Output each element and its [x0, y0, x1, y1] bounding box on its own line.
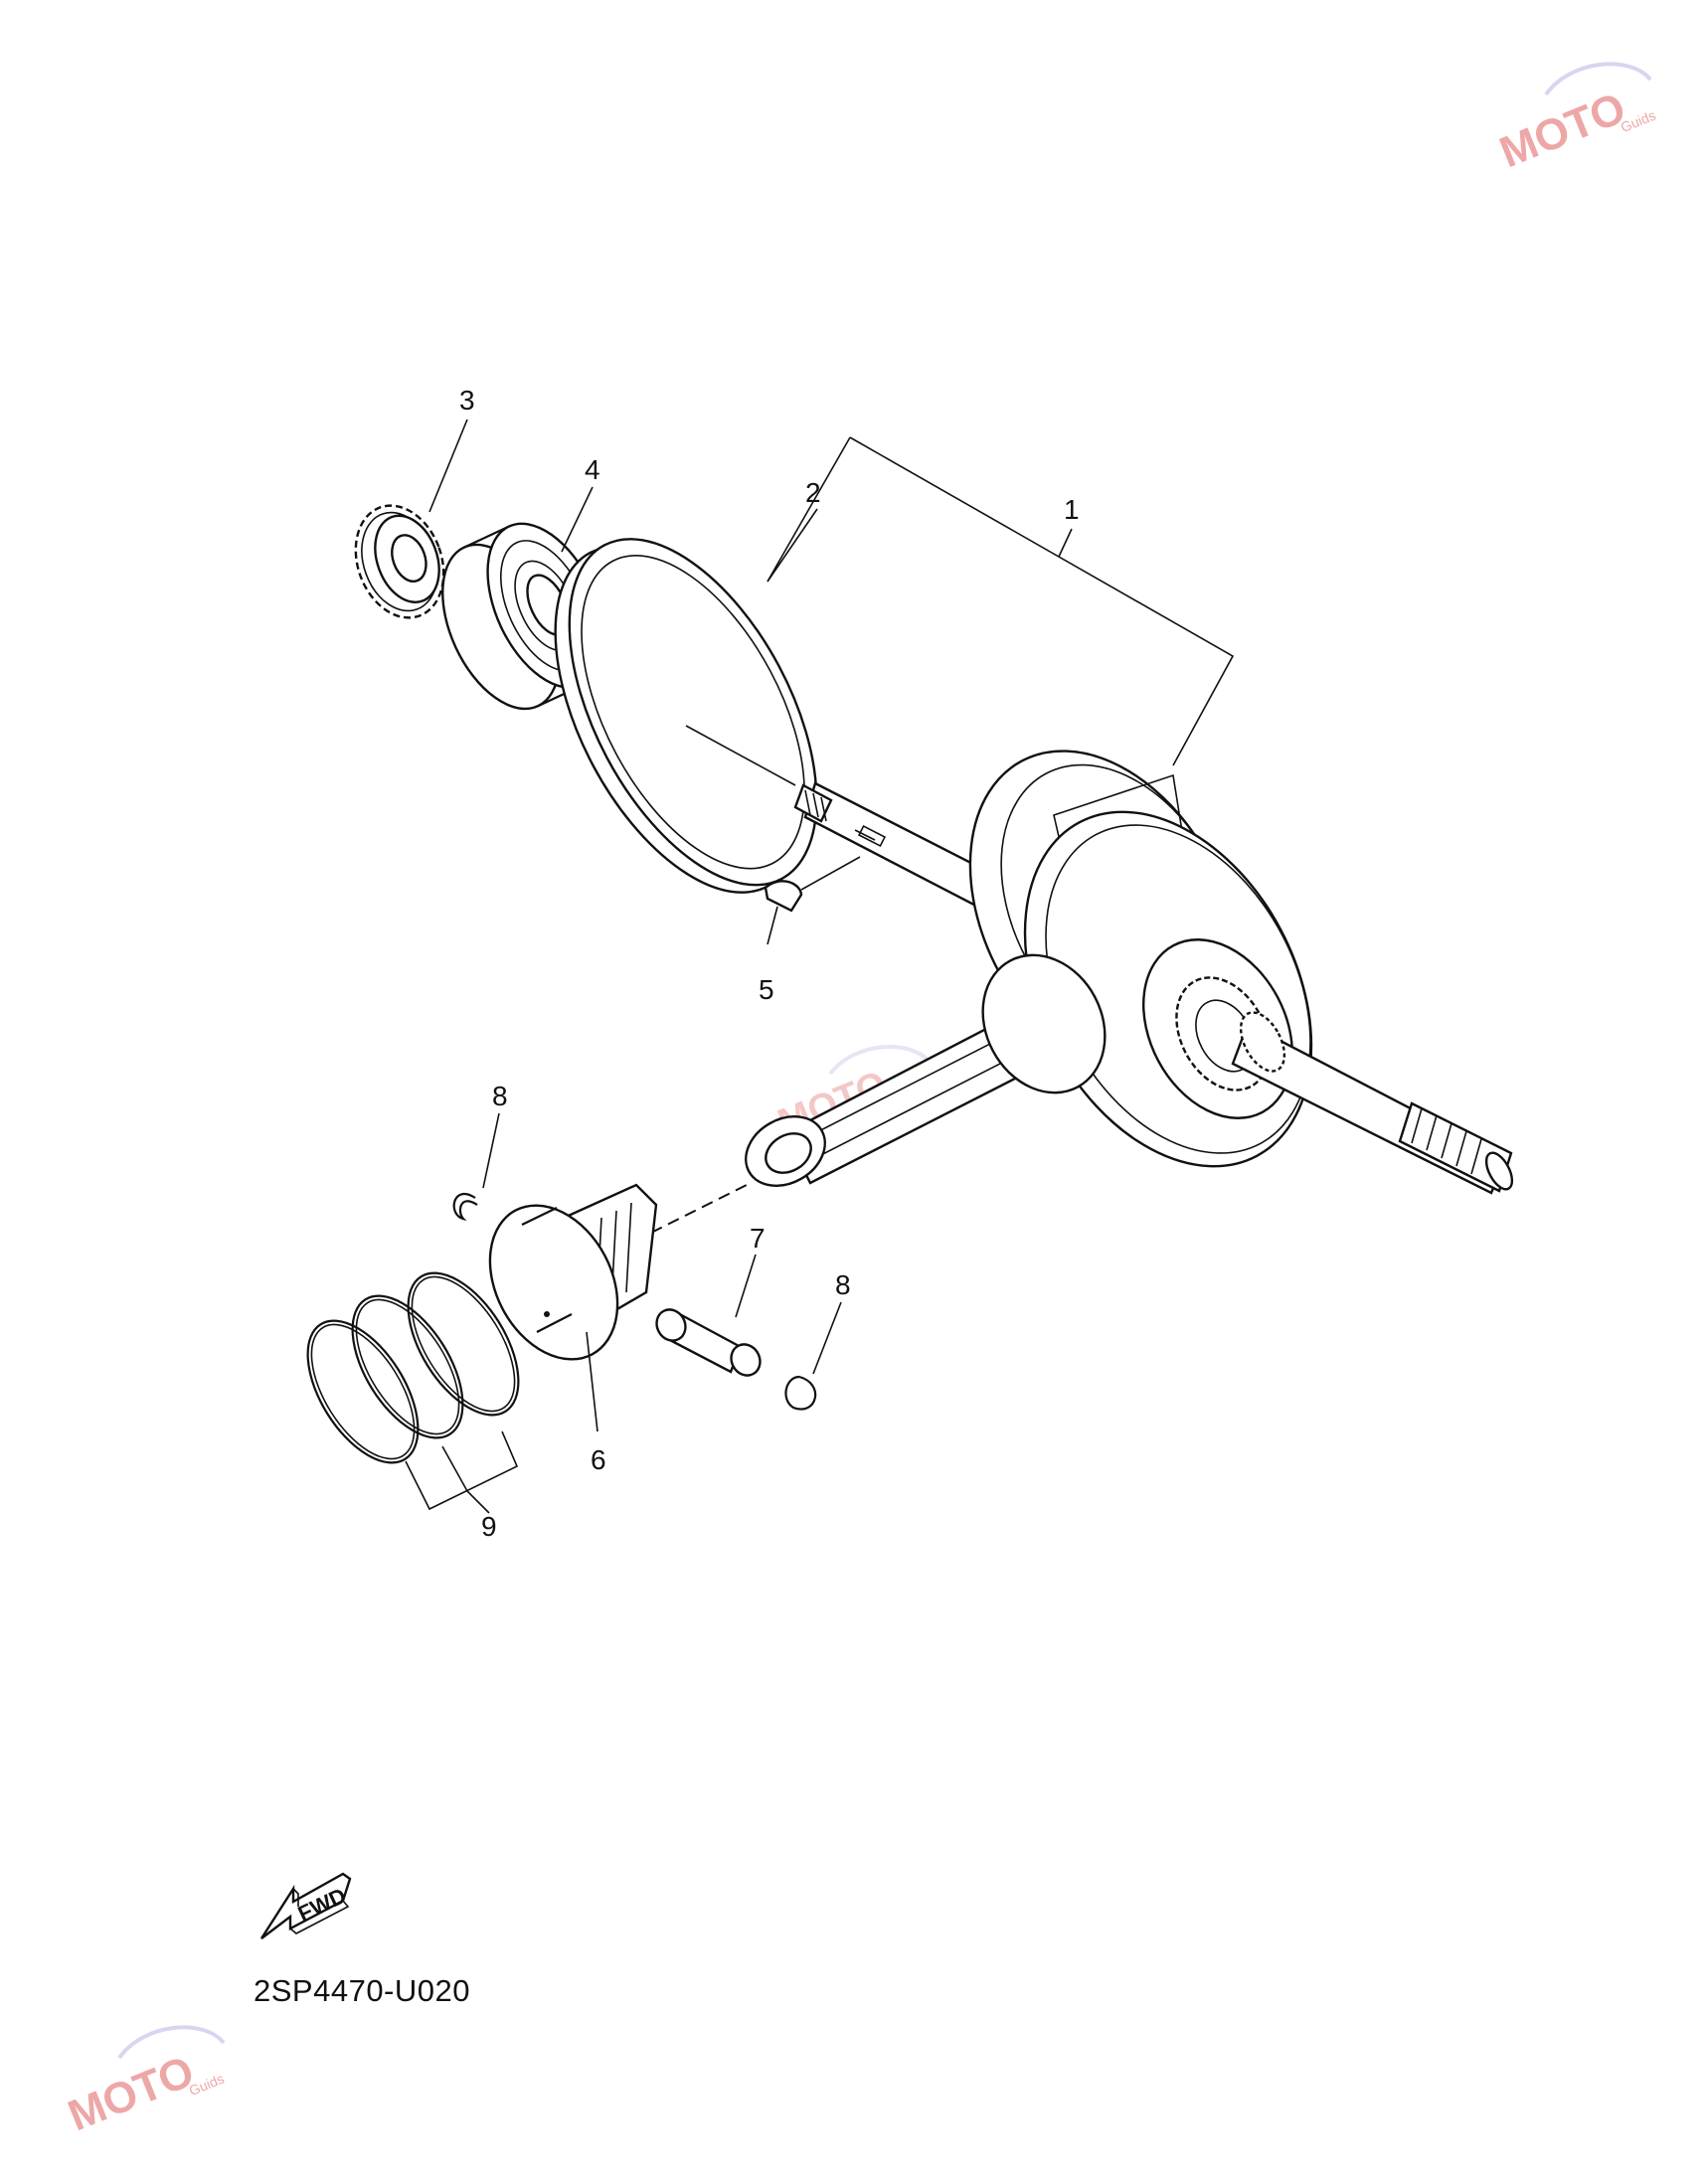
watermark-logo-top: MOTO Guids	[1493, 62, 1658, 178]
part-7-piston-pin[interactable]	[651, 1304, 766, 1380]
callout-8b: 8	[835, 1269, 851, 1300]
callout-5: 5	[759, 974, 774, 1005]
part-5-key[interactable]	[764, 856, 861, 913]
part-2-seal[interactable]	[504, 499, 868, 931]
part-8-circlip-right[interactable]	[784, 1375, 817, 1411]
callout-7: 7	[750, 1223, 766, 1254]
leader-lines	[405, 419, 1235, 1514]
watermark-logo-bottom: MOTO Guids	[62, 2025, 227, 2141]
drawing-code: 2SP4470-U020	[254, 1973, 470, 2008]
part-1-crankshaft[interactable]	[793, 705, 1517, 1216]
connecting-rod[interactable]	[734, 933, 1128, 1200]
callout-labels: 1 2 3 4 5 6 7 8 8 9	[459, 385, 1080, 1542]
part-8-circlip-left[interactable]	[452, 1193, 478, 1222]
callout-1: 1	[1064, 494, 1080, 525]
callout-4: 4	[585, 454, 600, 485]
callout-8a: 8	[492, 1081, 508, 1111]
callout-6: 6	[591, 1444, 606, 1475]
part-6-piston[interactable]	[464, 1183, 658, 1381]
part-3-gear[interactable]	[341, 493, 459, 630]
callout-2: 2	[805, 477, 821, 508]
svg-text:MOTO: MOTO	[1493, 84, 1632, 178]
callout-3: 3	[459, 385, 475, 416]
assembly-centerline	[650, 1182, 752, 1234]
svg-text:MOTO: MOTO	[62, 2047, 201, 2141]
fwd-arrow-icon: FWD	[259, 1872, 352, 1939]
part-9-piston-rings[interactable]	[285, 1255, 541, 1481]
callout-9: 9	[481, 1511, 497, 1542]
